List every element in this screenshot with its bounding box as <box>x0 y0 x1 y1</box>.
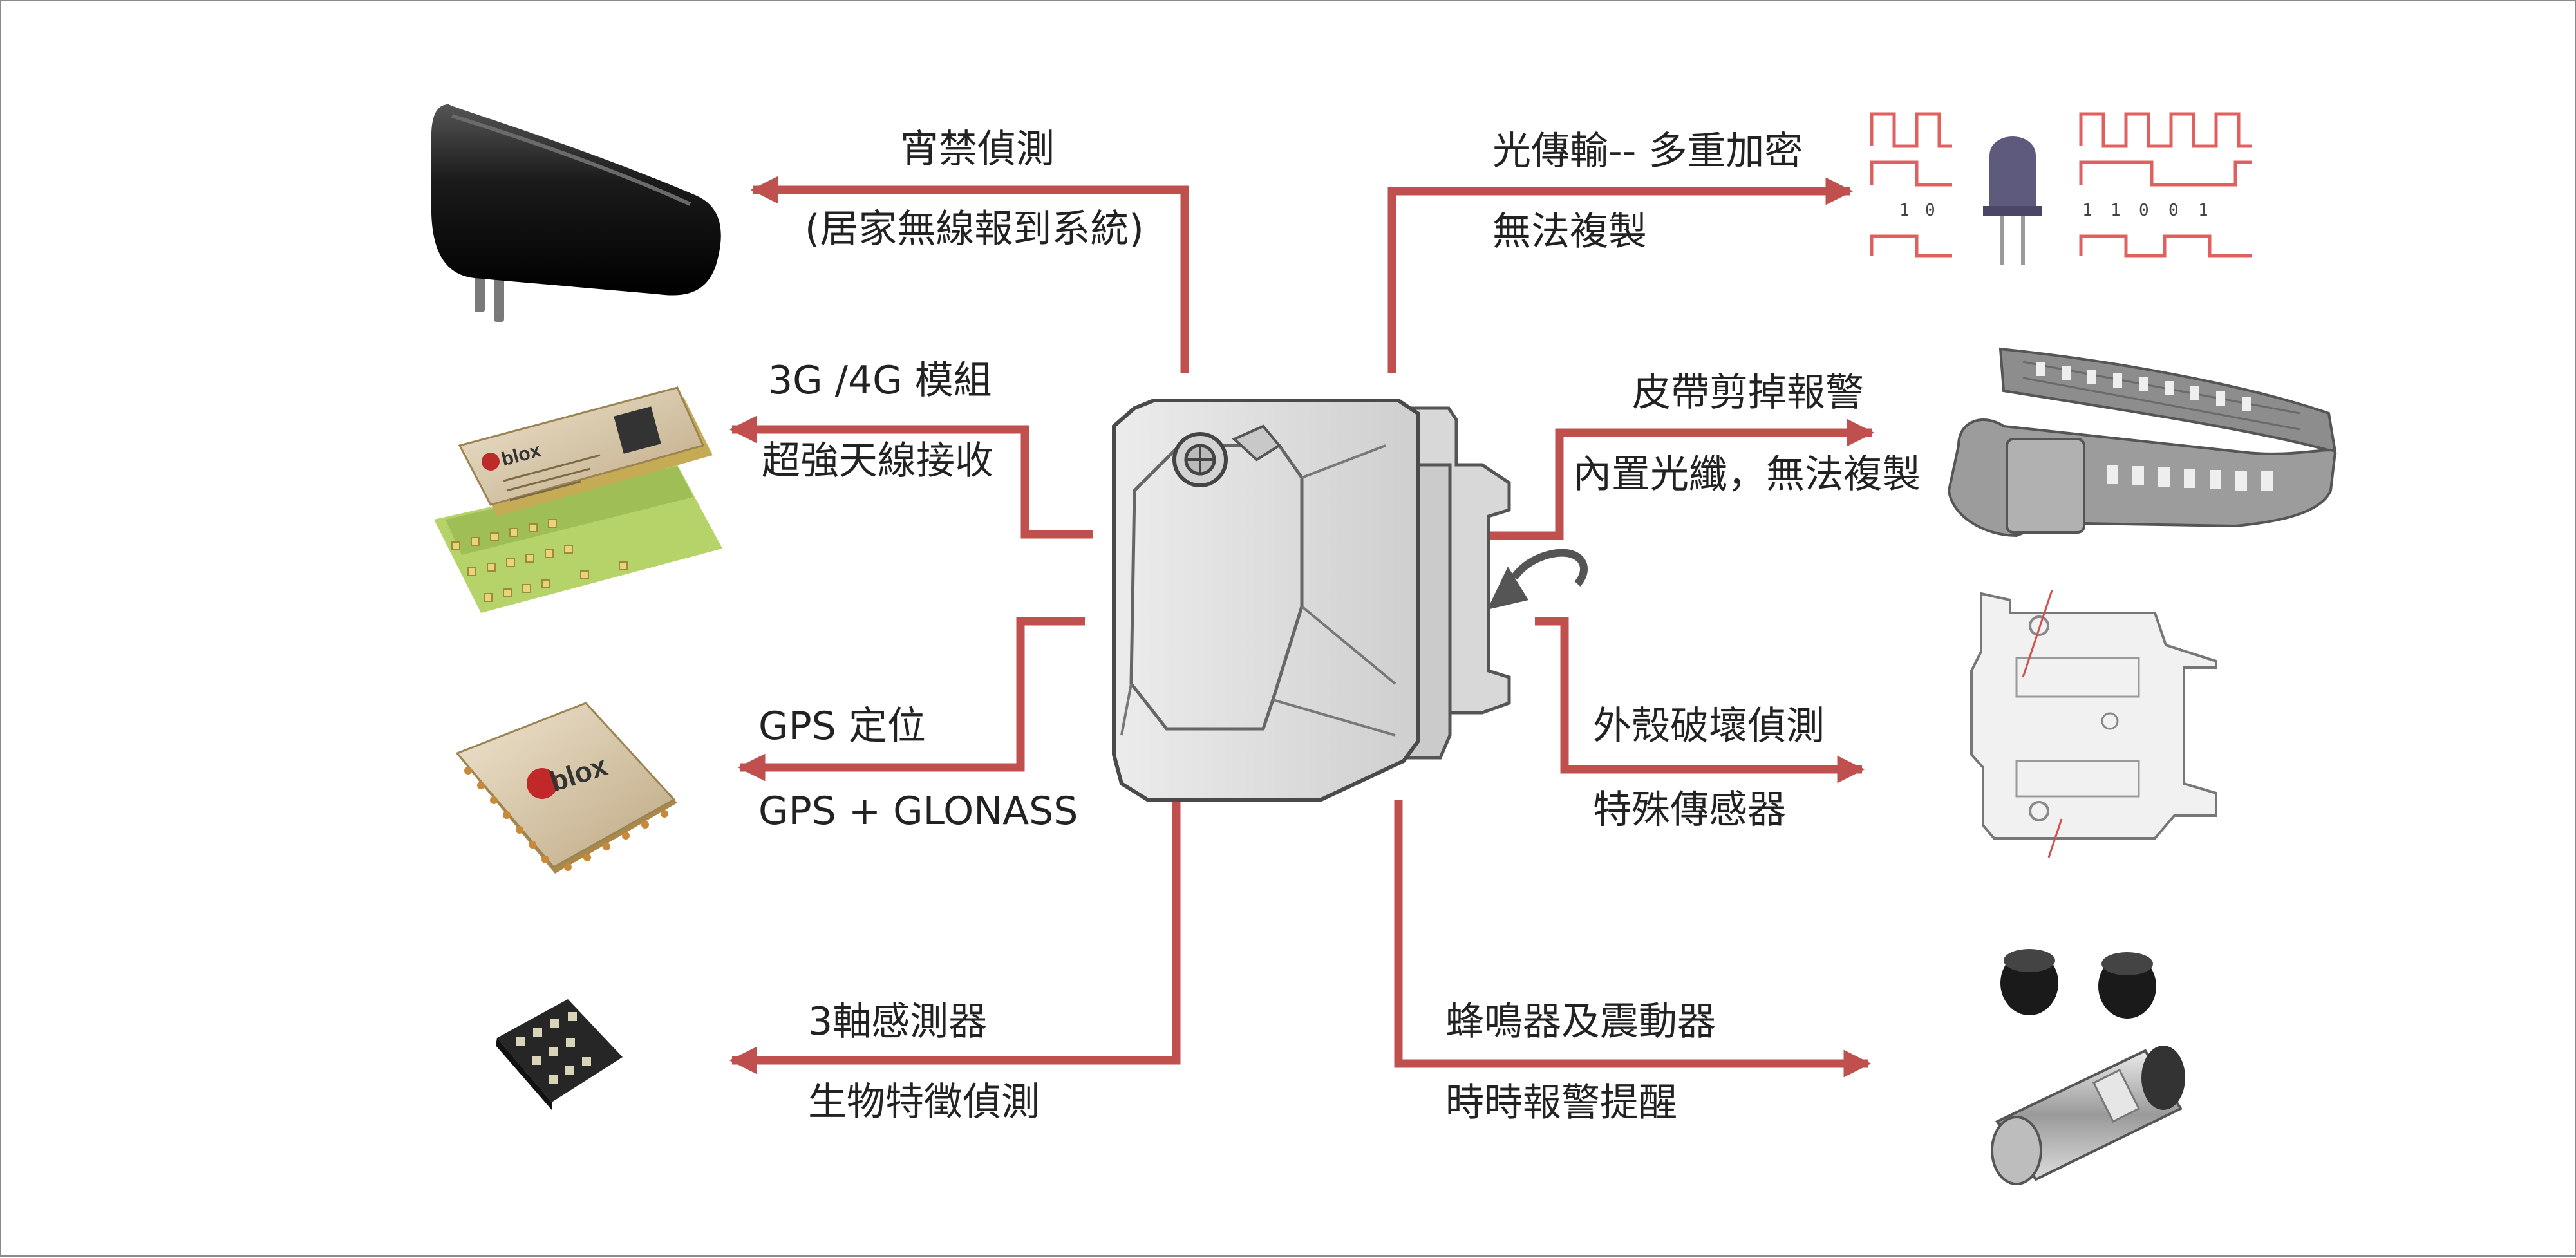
label-case-sub: 特殊傳感器 <box>1593 787 1786 832</box>
label-modem-title: 3G /4G 模組 <box>768 358 992 403</box>
ankle-monitor-device-image <box>1112 399 1588 802</box>
arrow-curfew <box>750 176 1189 373</box>
modem-module-image: blox <box>434 386 722 613</box>
arrow-optical <box>1387 177 1854 373</box>
gps-module-image: blox <box>455 702 677 874</box>
arrow-buzzer <box>1394 800 1872 1078</box>
arrow-gps <box>737 617 1085 782</box>
label-case-title: 外殼破壞偵測 <box>1593 704 1825 749</box>
label-gps-sub: GPS + GLONASS <box>758 789 1078 834</box>
bit-left-1: 1 <box>1899 201 1910 220</box>
buzzer-and-motor-image <box>1991 949 2185 1185</box>
label-optical-sub: 無法複製 <box>1492 209 1647 254</box>
bit-right-2: 1 <box>2111 201 2121 220</box>
arrow-sensor <box>729 798 1181 1075</box>
arrow-modem <box>729 415 1093 539</box>
label-modem-sub: 超強天線接收 <box>762 438 993 483</box>
arrow-case <box>1535 617 1865 784</box>
rotate-arrow-icon <box>1511 549 1588 587</box>
device-back-case-image <box>1970 590 2217 858</box>
bit-right-1: 1 <box>2082 201 2092 220</box>
label-gps-title: GPS 定位 <box>758 704 926 749</box>
label-optical-title: 光傳輸-- 多重加密 <box>1492 129 1803 174</box>
accelerometer-chip-image <box>496 999 623 1110</box>
ankle-strap-image <box>1947 347 2337 538</box>
label-strap-sub: 內置光纖，無法複製 <box>1573 452 1921 497</box>
arrows <box>729 176 1875 1078</box>
power-adapter-image <box>431 104 721 322</box>
bit-right-4: 0 <box>2168 201 2179 220</box>
label-sensor-title: 3軸感測器 <box>808 999 988 1044</box>
bit-right-5: 1 <box>2198 201 2208 220</box>
label-sensor-sub: 生物特徵偵測 <box>808 1080 1040 1125</box>
label-strap-title: 皮帶剪掉報警 <box>1632 370 1864 415</box>
optical-signal-image: 1 0 1 1 0 0 1 <box>1870 112 2252 265</box>
label-buzzer-sub: 時時報警提醒 <box>1445 1080 1677 1125</box>
label-curfew-title: 宵禁偵測 <box>900 127 1055 172</box>
label-curfew-sub: (居家無線報到系統) <box>805 207 1144 252</box>
label-buzzer-title: 蜂鳴器及震動器 <box>1445 999 1716 1044</box>
arrow-strap <box>1487 418 1875 540</box>
bit-right-3: 0 <box>2139 201 2149 220</box>
bit-left-2: 0 <box>1925 201 1935 220</box>
